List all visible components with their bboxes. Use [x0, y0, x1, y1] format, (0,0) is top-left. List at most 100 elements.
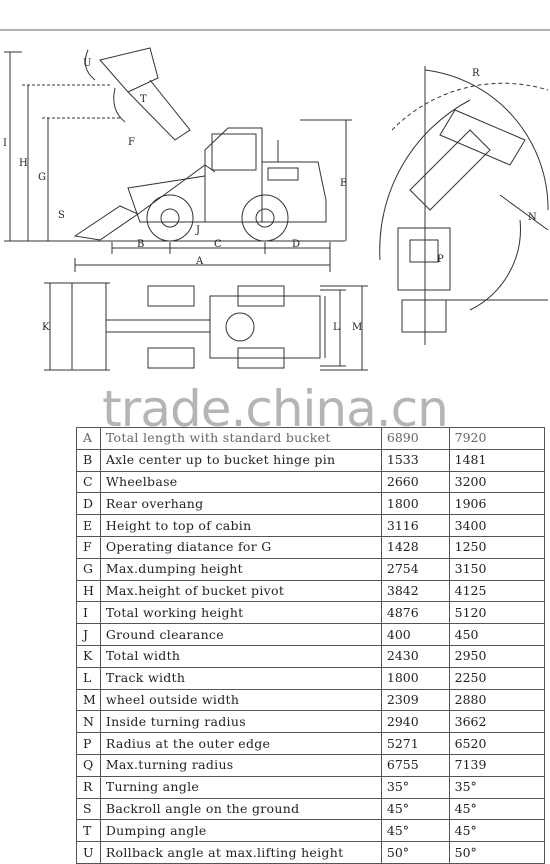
spec-label: Axle center up to bucket hinge pin	[99, 448, 382, 472]
spec-value-model-2: 450	[448, 623, 546, 646]
spec-letter: A	[76, 427, 101, 450]
dim-label-n: N	[528, 212, 537, 223]
spec-value-model-2: 7920	[448, 427, 546, 450]
spec-label: Turning angle	[99, 775, 382, 799]
spec-value-model-1: 6890	[380, 427, 450, 450]
spec-value-model-1: 4876	[380, 601, 450, 625]
spec-value-model-1: 2940	[380, 710, 450, 734]
dim-label-g: G	[38, 172, 46, 183]
spec-value-model-1: 35°	[380, 775, 450, 799]
dim-label-u: U	[83, 58, 91, 69]
dim-label-c: C	[214, 239, 222, 250]
spec-value-model-1: 1533	[380, 448, 450, 472]
spec-label: Operating diatance for G	[99, 535, 382, 559]
dim-label-d: D	[292, 239, 300, 250]
spec-value-model-2: 3400	[448, 514, 546, 537]
spec-label: Rollback angle at max.lifting height	[99, 841, 382, 864]
spec-value-model-2: 50°	[448, 841, 546, 864]
spec-label: Dumping angle	[99, 819, 382, 843]
spec-value-model-2: 1481	[448, 448, 546, 472]
top-view	[44, 282, 368, 371]
spec-value-model-1: 50°	[380, 841, 450, 864]
spec-value-model-2: 3150	[448, 557, 546, 581]
spec-value-model-1: 6755	[380, 753, 450, 777]
spec-letter: J	[76, 623, 101, 646]
spec-label: Radius at the outer edge	[99, 732, 382, 755]
spec-label: Backroll angle on the ground	[99, 797, 382, 821]
spec-value-model-1: 45°	[380, 819, 450, 843]
spec-value-model-1: 2430	[380, 644, 450, 668]
spec-value-model-1: 2660	[380, 470, 450, 494]
spec-letter: I	[76, 601, 101, 625]
dim-label-s: S	[58, 210, 65, 221]
spec-value-model-2: 2250	[448, 666, 546, 690]
spec-value-model-2: 2950	[448, 644, 546, 668]
spec-label: Max.dumping height	[99, 557, 382, 581]
dim-label-a: A	[195, 256, 204, 267]
spec-label: Ground clearance	[99, 623, 382, 646]
spec-value-model-2: 7139	[448, 753, 546, 777]
spec-value-model-1: 45°	[380, 797, 450, 821]
spec-letter: Q	[76, 753, 101, 777]
spec-value-model-1: 2309	[380, 688, 450, 712]
spec-value-model-2: 35°	[448, 775, 546, 799]
spec-label: Wheelbase	[99, 470, 382, 494]
spec-letter: P	[76, 732, 101, 755]
spec-letter: B	[76, 448, 101, 472]
spec-letter: N	[76, 710, 101, 734]
spec-value-model-2: 2880	[448, 688, 546, 712]
turning-view	[379, 66, 549, 345]
dim-label-m: M	[352, 322, 362, 333]
spec-letter: F	[76, 535, 101, 559]
spec-value-model-2: 45°	[448, 797, 546, 821]
spec-value-model-1: 3842	[380, 579, 450, 603]
spec-letter: L	[76, 666, 101, 690]
spec-label: Rear overhang	[99, 492, 382, 516]
spec-label: Height to top of cabin	[99, 514, 382, 537]
dimension-drawing: U T F I H G S B C D A J E R N P K L M	[0, 29, 550, 371]
dim-label-f: F	[128, 137, 135, 148]
spec-letter: R	[76, 775, 101, 799]
spec-letter: U	[76, 841, 101, 864]
spec-label: Total working height	[99, 601, 382, 625]
dim-label-r: R	[472, 68, 480, 79]
spec-letter: M	[76, 688, 101, 712]
spec-label: Inside turning radius	[99, 710, 382, 734]
dim-label-p: P	[437, 254, 444, 265]
dim-label-b: B	[137, 239, 144, 250]
side-view	[4, 47, 352, 272]
spec-value-model-2: 4125	[448, 579, 546, 603]
spec-value-model-1: 1428	[380, 535, 450, 559]
spec-value-model-1: 400	[380, 623, 450, 646]
spec-value-model-2: 45°	[448, 819, 546, 843]
spec-label: Track width	[99, 666, 382, 690]
spec-value-model-2: 1250	[448, 535, 546, 559]
dim-label-j: J	[195, 225, 200, 236]
spec-value-model-1: 1800	[380, 666, 450, 690]
spec-value-model-2: 3200	[448, 470, 546, 494]
spec-label: Max.turning radius	[99, 753, 382, 777]
spec-value-model-1: 5271	[380, 732, 450, 755]
spec-letter: D	[76, 492, 101, 516]
spec-value-model-2: 1906	[448, 492, 546, 516]
dim-label-e: E	[340, 178, 347, 189]
spec-letter: S	[76, 797, 101, 821]
spec-letter: H	[76, 579, 101, 603]
spec-letter: T	[76, 819, 101, 843]
